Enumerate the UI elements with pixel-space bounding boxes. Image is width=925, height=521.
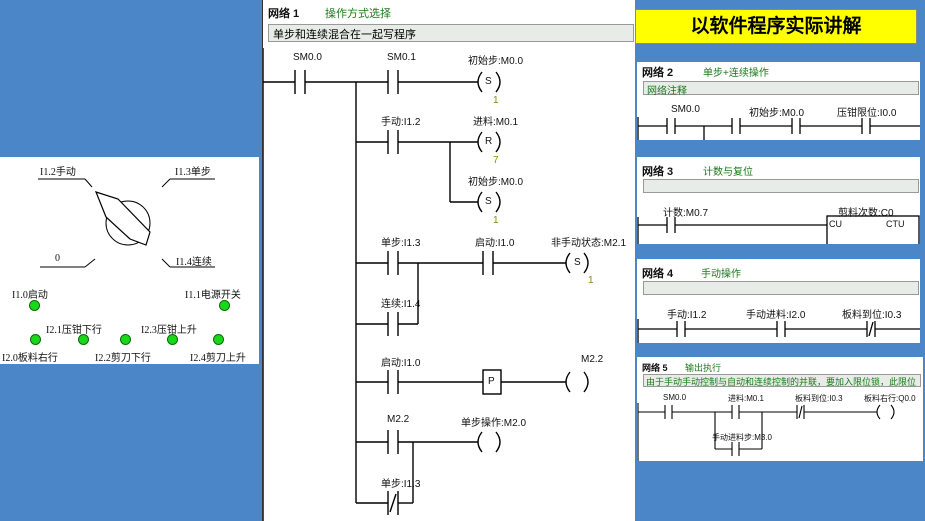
- ladder-diagram-network5[interactable]: [637, 357, 923, 461]
- contact-sm00-label: SM0.0: [293, 52, 322, 63]
- coil-label: M2.2: [581, 354, 604, 365]
- coil-count: 7: [493, 155, 499, 166]
- lamp-label: I2.4剪刀上升: [190, 353, 246, 364]
- counter-label: 剪料次数:C0: [838, 208, 894, 219]
- lamp-power-indicator: [219, 300, 230, 311]
- coil-op: S: [485, 76, 492, 87]
- contact-label: SM0.0: [671, 104, 700, 115]
- lamp-start-indicator: [29, 300, 40, 311]
- contact-single-label: 单步:I1.3: [381, 238, 421, 249]
- network-comment-text: 单步和连续混合在一起写程序: [273, 29, 416, 41]
- contact-manual-label: 手动:I1.2: [381, 117, 421, 128]
- network-comment[interactable]: [643, 281, 919, 295]
- lamp-label: I2.2剪刀下行: [95, 353, 151, 364]
- network-title: 网络 1: [268, 8, 300, 20]
- contact-continuous-label: 连续:I1.4: [381, 299, 421, 310]
- ladder-diagram-network4[interactable]: [637, 259, 920, 343]
- panel-simulation: I1.2手动 I1.3单步 0 I1.4连续 I1.0启动 I1.1电源开关 I…: [0, 157, 259, 364]
- contact-label: 手动进料步:M3.0: [712, 433, 773, 442]
- lamp-indicator: [213, 334, 224, 345]
- network-comment-text: 网络注释: [647, 86, 687, 97]
- contact-start-label: 启动:I1.0: [381, 358, 421, 369]
- contact-sm01-label: SM0.1: [387, 52, 416, 63]
- network-comment[interactable]: 单步和连续混合在一起写程序: [268, 24, 634, 42]
- network5-panel[interactable]: 网络 5 输出执行 由于手动手动控制与自动和连续控制的并联，要加入限位锁，此限位…: [637, 357, 923, 461]
- lamp-indicator: [120, 334, 131, 345]
- ladder-diagram-network2[interactable]: [637, 62, 920, 140]
- counter-ctu: CTU: [886, 219, 905, 229]
- contact-label: 手动:I1.2: [667, 310, 707, 321]
- lamp-indicator: [30, 334, 41, 345]
- coil-op: S: [574, 257, 581, 268]
- contact-label: 板料到位:I0.3: [842, 310, 902, 321]
- coil-label: 非手动状态:M2.1: [551, 238, 627, 249]
- lamp-label: I2.0板料右行: [2, 353, 58, 364]
- contact-label: SM0.0: [663, 393, 687, 402]
- ladder-diagram-network1[interactable]: [263, 48, 636, 521]
- selector-label-manual: I1.2手动: [40, 167, 76, 178]
- lamp-label: I2.3压钳上升: [141, 325, 197, 336]
- network-comment-text: 由于手动手动控制与自动和连续控制的并联，要加入限位锁，此限位锁同: [646, 377, 917, 387]
- contact-label: 进料:M0.1: [728, 394, 765, 403]
- ladder-diagram-network3[interactable]: [637, 157, 920, 244]
- counter-cu: CU: [829, 219, 842, 229]
- coil-label: 初始步:M0.0: [468, 56, 524, 67]
- network-name: 单步+连续操作: [703, 68, 769, 79]
- network3-panel[interactable]: 网络 3 计数与复位 计数:M0.7 剪料次数:C0 CU CTU: [637, 157, 920, 244]
- network-name: 计数与复位: [703, 167, 753, 178]
- network-name: 操作方式选择: [325, 8, 391, 20]
- contact-label: 压钳限位:I0.0: [837, 108, 897, 119]
- ladder-editor[interactable]: 网络 1 操作方式选择 单步和连续混合在一起写程序: [262, 0, 635, 521]
- coil-label: 初始步:M0.0: [468, 177, 524, 188]
- contact-start-label: 启动:I1.0: [475, 238, 515, 249]
- coil-count: 1: [493, 215, 499, 226]
- network-comment[interactable]: 由于手动手动控制与自动和连续控制的并联，要加入限位锁，此限位锁同: [643, 374, 921, 387]
- network-name: 手动操作: [701, 269, 741, 280]
- network-title: 网络 3: [642, 166, 674, 178]
- selector-label-zero: 0: [55, 253, 60, 264]
- network4-panel[interactable]: 网络 4 手动操作 手动:I1.2 手动进料:I2.0 板料到位:I0.3: [637, 259, 920, 343]
- coil-label: 板料右行:Q0.0: [864, 394, 916, 403]
- lamp-indicator: [167, 334, 178, 345]
- contact-single-nc-label: 单步:I1.3: [381, 479, 421, 490]
- contact-label: 计数:M0.7: [663, 208, 709, 219]
- lamp-indicator: [78, 334, 89, 345]
- network-title: 网络 5: [642, 363, 668, 373]
- coil-op: R: [485, 136, 493, 147]
- lamp-label: I1.1电源开关: [185, 290, 241, 301]
- coil-label: 单步操作:M2.0: [461, 418, 527, 429]
- banner-title: 以软件程序实际讲解: [635, 9, 917, 44]
- lamp-label: I2.1压钳下行: [46, 325, 102, 336]
- coil-count: 1: [588, 275, 594, 286]
- contact-label: 初始步:M0.0: [749, 108, 805, 119]
- selector-label-continuous: I1.4连续: [176, 257, 212, 268]
- network-title: 网络 2: [642, 67, 674, 79]
- contact-label: 板料到位:I0.3: [795, 394, 843, 403]
- network2-panel[interactable]: 网络 2 单步+连续操作 网络注释 SM0.0 初始步:M0.0 压钳限位:I0…: [637, 62, 920, 140]
- selector-label-single-step: I1.3单步: [175, 167, 211, 178]
- mode-selector-knob[interactable]: [0, 157, 259, 364]
- contact-label: 手动进料:I2.0: [746, 310, 806, 321]
- p-contact-label: P: [488, 376, 495, 387]
- coil-op: S: [485, 196, 492, 207]
- coil-count: 1: [493, 95, 499, 106]
- network-title: 网络 4: [642, 268, 674, 280]
- network-name: 输出执行: [685, 363, 722, 373]
- lamp-label: I1.0启动: [12, 290, 48, 301]
- coil-label: 进料:M0.1: [473, 117, 519, 128]
- network-comment[interactable]: [643, 179, 919, 193]
- network-comment[interactable]: 网络注释: [643, 81, 919, 97]
- contact-m22-label: M2.2: [387, 414, 410, 425]
